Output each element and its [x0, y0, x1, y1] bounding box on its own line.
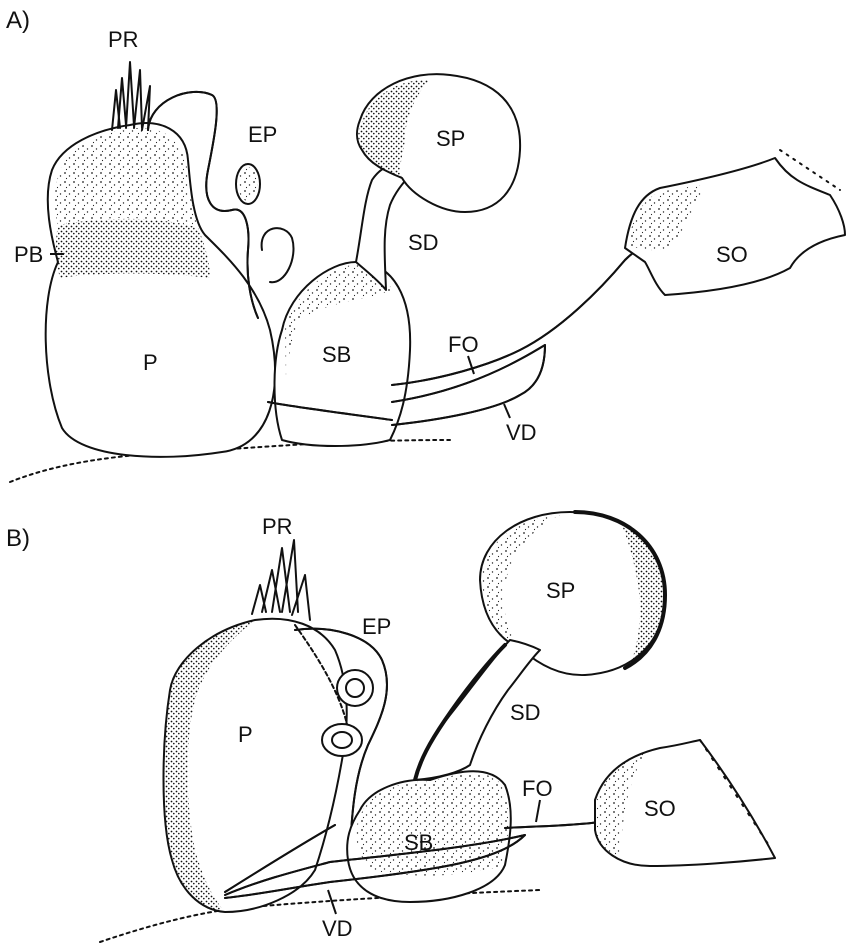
- label-p-b: P: [238, 722, 253, 747]
- label-so-b: SO: [644, 796, 676, 821]
- label-p-a: P: [143, 350, 158, 375]
- label-sd-b: SD: [510, 700, 541, 725]
- panel-a: [10, 62, 845, 482]
- leader-fo-b: [536, 800, 540, 822]
- leader-fo-a: [468, 356, 474, 374]
- label-sd-a: SD: [408, 230, 439, 255]
- leader-vd-a: [504, 404, 510, 418]
- label-pr-b: PR: [262, 514, 293, 539]
- label-pr-a: PR: [108, 27, 139, 52]
- label-vd-a: VD: [506, 420, 537, 445]
- label-fo-b: FO: [522, 776, 553, 801]
- label-vd-b: VD: [322, 916, 353, 941]
- panel-label-a: A): [6, 7, 30, 34]
- label-sb-b: SB: [404, 830, 433, 855]
- epiphallus-loop: [262, 228, 294, 282]
- body-wall-line-b: [100, 890, 540, 942]
- epiphallus-coil-lower-b: [322, 724, 362, 756]
- panel-label-b: B): [6, 525, 30, 552]
- penial-retractor-b: [252, 540, 310, 620]
- label-ep-b: EP: [362, 614, 391, 639]
- label-pb-a: PB: [14, 242, 43, 267]
- label-fo-a: FO: [448, 332, 479, 357]
- penial-retractor: [112, 62, 150, 130]
- label-ep-a: EP: [248, 122, 277, 147]
- label-sp-b: SP: [546, 578, 575, 603]
- panel-b: [100, 512, 775, 942]
- label-sp-a: SP: [436, 126, 465, 151]
- epiphallus-coil-upper-b: [337, 670, 373, 706]
- label-so-a: SO: [716, 242, 748, 267]
- label-sb-a: SB: [322, 342, 351, 367]
- free-oviduct-tube: [392, 243, 670, 385]
- prostate-band-stipple: [56, 219, 210, 278]
